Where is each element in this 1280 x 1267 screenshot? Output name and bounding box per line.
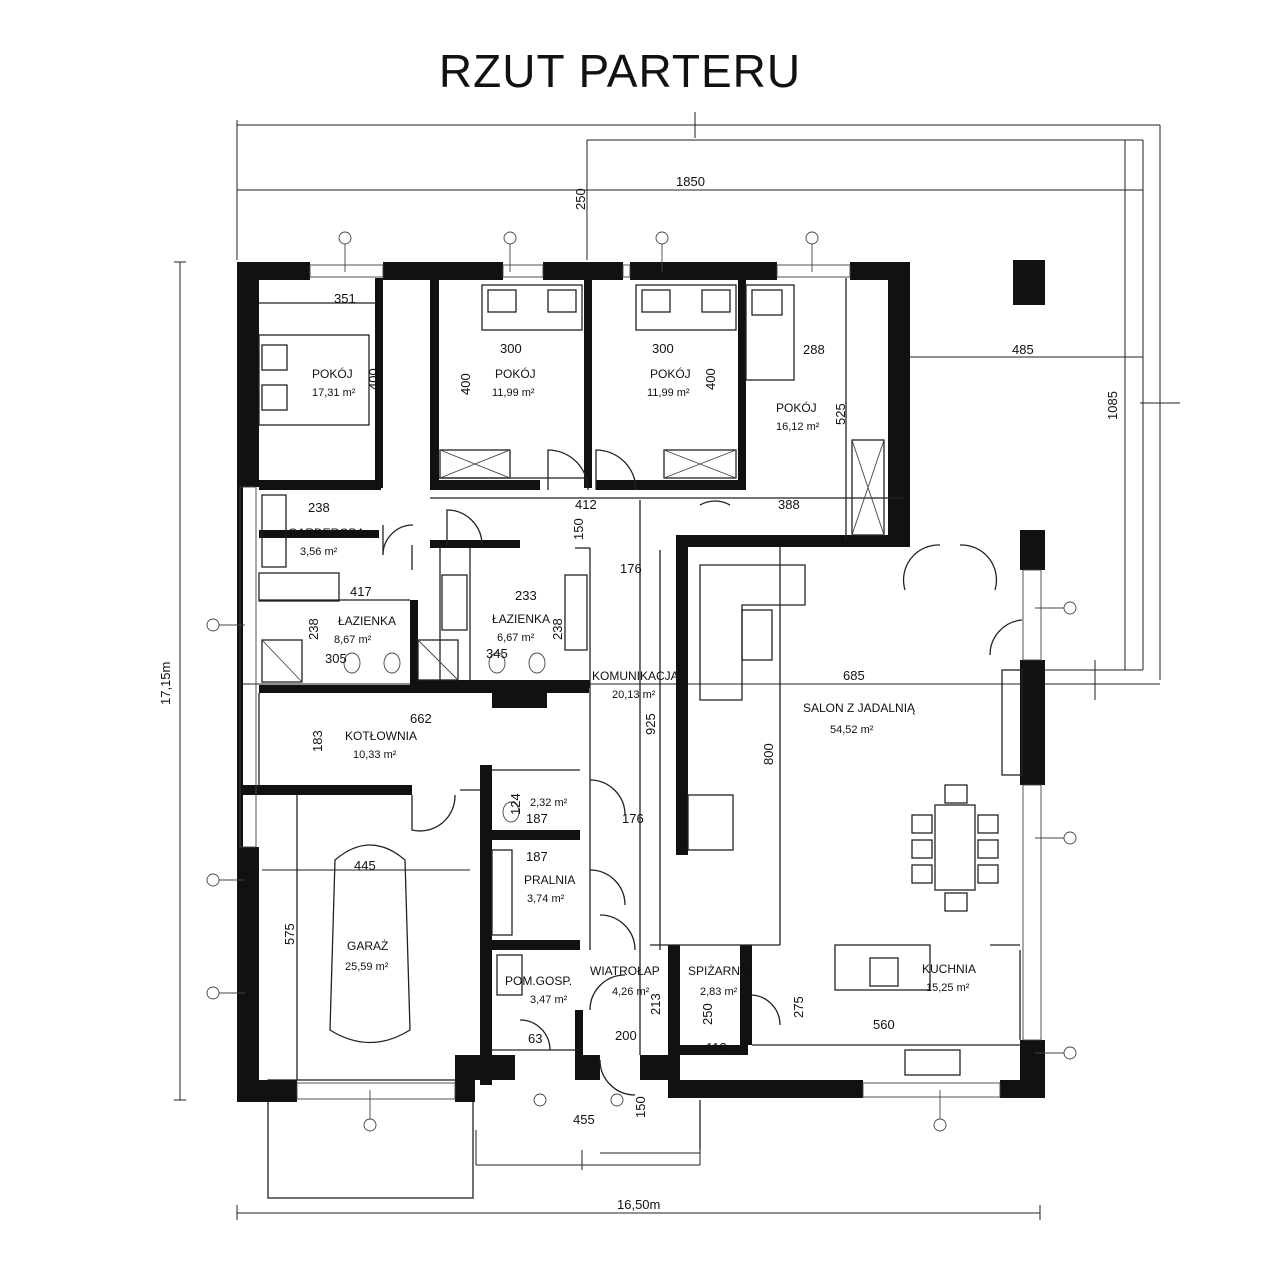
dim-485: 485 xyxy=(1012,342,1034,357)
room-area-wc: 2,32 m² xyxy=(530,797,568,809)
dim-213: 213 xyxy=(648,993,663,1015)
dim-150b: 150 xyxy=(633,1096,648,1118)
interior-walls xyxy=(237,278,910,1085)
room-area-kotlownia: 10,33 m² xyxy=(353,749,397,761)
room-name-pralnia: PRALNIA xyxy=(524,873,575,887)
dim-351: 351 xyxy=(334,291,356,306)
dim-412: 412 xyxy=(575,497,597,512)
room-area-salon: 54,52 m² xyxy=(830,724,874,736)
windows xyxy=(239,264,1042,1100)
dim-417: 417 xyxy=(350,584,372,599)
room-area-spizarnia: 2,83 m² xyxy=(700,986,738,998)
room-name-pomgosp: POM.GOSP. xyxy=(505,974,572,988)
dim-238b: 238 xyxy=(306,618,321,640)
dim-63: 63 xyxy=(528,1031,542,1046)
dim-124: 124 xyxy=(508,793,523,815)
room-name-kuchnia: KUCHNIA xyxy=(922,962,976,976)
dim-925: 925 xyxy=(643,713,658,735)
porch-outline xyxy=(267,1079,701,1199)
dim-233: 233 xyxy=(515,588,537,603)
dim-250b: 250 xyxy=(700,1003,715,1025)
dim-150a: 150 xyxy=(571,518,586,540)
dimension-labels: 1850 250 351 300 300 288 485 1085 400 40… xyxy=(158,174,1120,1212)
dim-525: 525 xyxy=(833,403,848,425)
dim-187a: 187 xyxy=(526,811,548,826)
dim-305: 305 xyxy=(325,651,347,666)
room-name-kotlownia: KOTŁOWNIA xyxy=(345,729,417,743)
room-labels: POKÓJ 17,31 m² POKÓJ 11,99 m² POKÓJ 11,9… xyxy=(288,366,976,1006)
overall-width-label: 16,50m xyxy=(617,1197,660,1212)
dim-575: 575 xyxy=(282,923,297,945)
dim-560: 560 xyxy=(873,1017,895,1032)
dim-238c: 238 xyxy=(550,618,565,640)
dim-400c: 400 xyxy=(703,368,718,390)
room-name-pokoj1: POKÓJ xyxy=(312,366,353,381)
dim-300a: 300 xyxy=(500,341,522,356)
interior-lines xyxy=(258,278,1021,1080)
room-area-garaz: 25,59 m² xyxy=(345,961,389,973)
dim-176a: 176 xyxy=(620,561,642,576)
room-name-wiatrolap: WIATROŁAP xyxy=(590,964,660,978)
room-area-lazienka2: 6,67 m² xyxy=(497,632,535,644)
plan-title: RZUT PARTERU xyxy=(438,45,802,97)
room-area-lazienka1: 8,67 m² xyxy=(334,634,372,646)
dim-275: 275 xyxy=(791,996,806,1018)
dim-455: 455 xyxy=(573,1112,595,1127)
dim-250: 250 xyxy=(573,188,588,210)
dim-345: 345 xyxy=(486,646,508,661)
dim-183: 183 xyxy=(310,730,325,752)
dim-288: 288 xyxy=(803,342,825,357)
dim-685: 685 xyxy=(843,668,865,683)
exterior-walls xyxy=(237,260,1045,1102)
dim-1085: 1085 xyxy=(1105,391,1120,420)
room-name-lazienka1: ŁAZIENKA xyxy=(338,614,396,628)
window-tags xyxy=(206,231,1077,1132)
room-area-pokoj2: 11,99 m² xyxy=(492,387,535,399)
furniture xyxy=(258,284,1023,1076)
chimney xyxy=(1015,262,1043,304)
room-area-pralnia: 3,74 m² xyxy=(527,893,565,905)
doors xyxy=(382,449,1023,1096)
dim-1850: 1850 xyxy=(676,174,705,189)
dim-800: 800 xyxy=(761,743,776,765)
room-area-pomgosp: 3,47 m² xyxy=(530,994,568,1006)
room-name-komunikacja: KOMUNIKACJA xyxy=(592,669,679,683)
room-area-pokoj1: 17,31 m² xyxy=(312,387,356,399)
dimension-lines xyxy=(174,112,1180,1220)
room-name-garderoba: GARDEROBA xyxy=(288,526,365,540)
room-area-komunikacja: 20,13 m² xyxy=(612,689,656,701)
dim-445: 445 xyxy=(354,858,376,873)
dim-200: 200 xyxy=(615,1028,637,1043)
room-name-spizarnia: SPIŻARNIA xyxy=(688,964,751,978)
dim-300b: 300 xyxy=(652,341,674,356)
room-area-wiatrolap: 4,26 m² xyxy=(612,986,650,998)
dim-400b: 400 xyxy=(458,373,473,395)
room-area-pokoj3: 11,99 m² xyxy=(647,387,690,399)
room-name-pokoj2: POKÓJ xyxy=(495,366,536,381)
overall-height-label: 17,15m xyxy=(158,662,173,705)
room-area-garderoba: 3,56 m² xyxy=(300,546,338,558)
dim-238a: 238 xyxy=(308,500,330,515)
room-name-pokoj4: POKÓJ xyxy=(776,400,817,415)
dim-113: 113 xyxy=(706,1040,727,1055)
dim-662: 662 xyxy=(410,711,432,726)
room-name-lazienka2: ŁAZIENKA xyxy=(492,612,550,626)
dim-400a: 400 xyxy=(366,368,381,390)
room-name-garaz: GARAŻ xyxy=(347,939,388,953)
dim-176b: 176 xyxy=(622,811,644,826)
room-name-pokoj3: POKÓJ xyxy=(650,366,691,381)
dim-388: 388 xyxy=(778,497,800,512)
room-area-kuchnia: 15,25 m² xyxy=(926,982,970,994)
room-name-salon: SALON Z JADALNIĄ xyxy=(803,701,916,715)
room-area-pokoj4: 16,12 m² xyxy=(776,421,820,433)
dim-187b: 187 xyxy=(526,849,548,864)
